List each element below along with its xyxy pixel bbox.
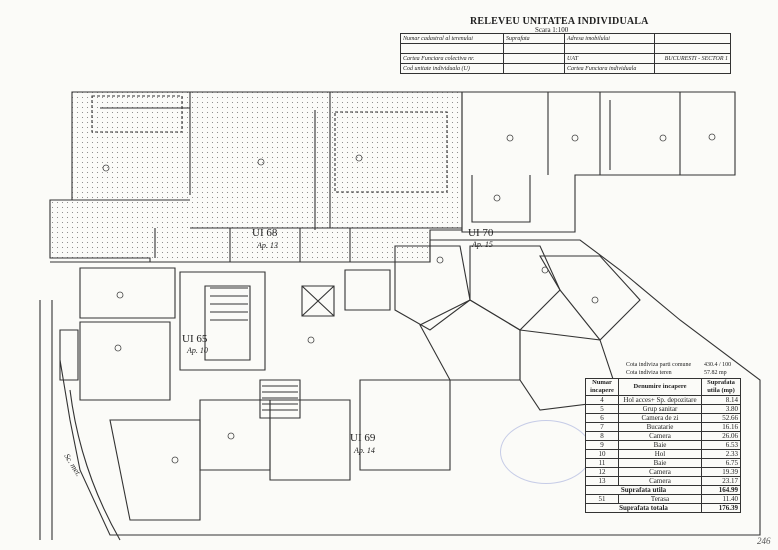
apartment-label-ap10: Ap. 10 <box>187 346 208 355</box>
page-number: 246 <box>757 536 771 546</box>
apartment-label-ap14: Ap. 14 <box>354 446 375 455</box>
scale-label: Scara 1:100 <box>535 26 569 34</box>
unit-label-ui65: UI 65 <box>182 333 208 345</box>
header-table: Numar cadastral al terenului Suprafata A… <box>400 33 731 74</box>
col-header-name: Denumire incapere <box>618 378 702 396</box>
unit-label-ui69: UI 69 <box>350 432 376 444</box>
unit-label-ui70: UI 70 <box>468 227 494 239</box>
rooms-table: Numar incapere Denumire incapere Suprafa… <box>585 378 741 513</box>
header-cell <box>654 63 731 74</box>
apartment-label-ap15: Ap. 15 <box>472 240 493 249</box>
apartment-label-ap13: Ap. 13 <box>257 241 278 250</box>
col-header-number: Numar incapere <box>585 378 619 396</box>
stamp-seal <box>500 420 592 484</box>
col-header-area: Suprafata utila (mp) <box>701 378 741 396</box>
document-title: RELEVEU UNITATEA INDIVIDUALA <box>470 16 649 27</box>
unit-label-ui68: UI 68 <box>252 227 278 239</box>
